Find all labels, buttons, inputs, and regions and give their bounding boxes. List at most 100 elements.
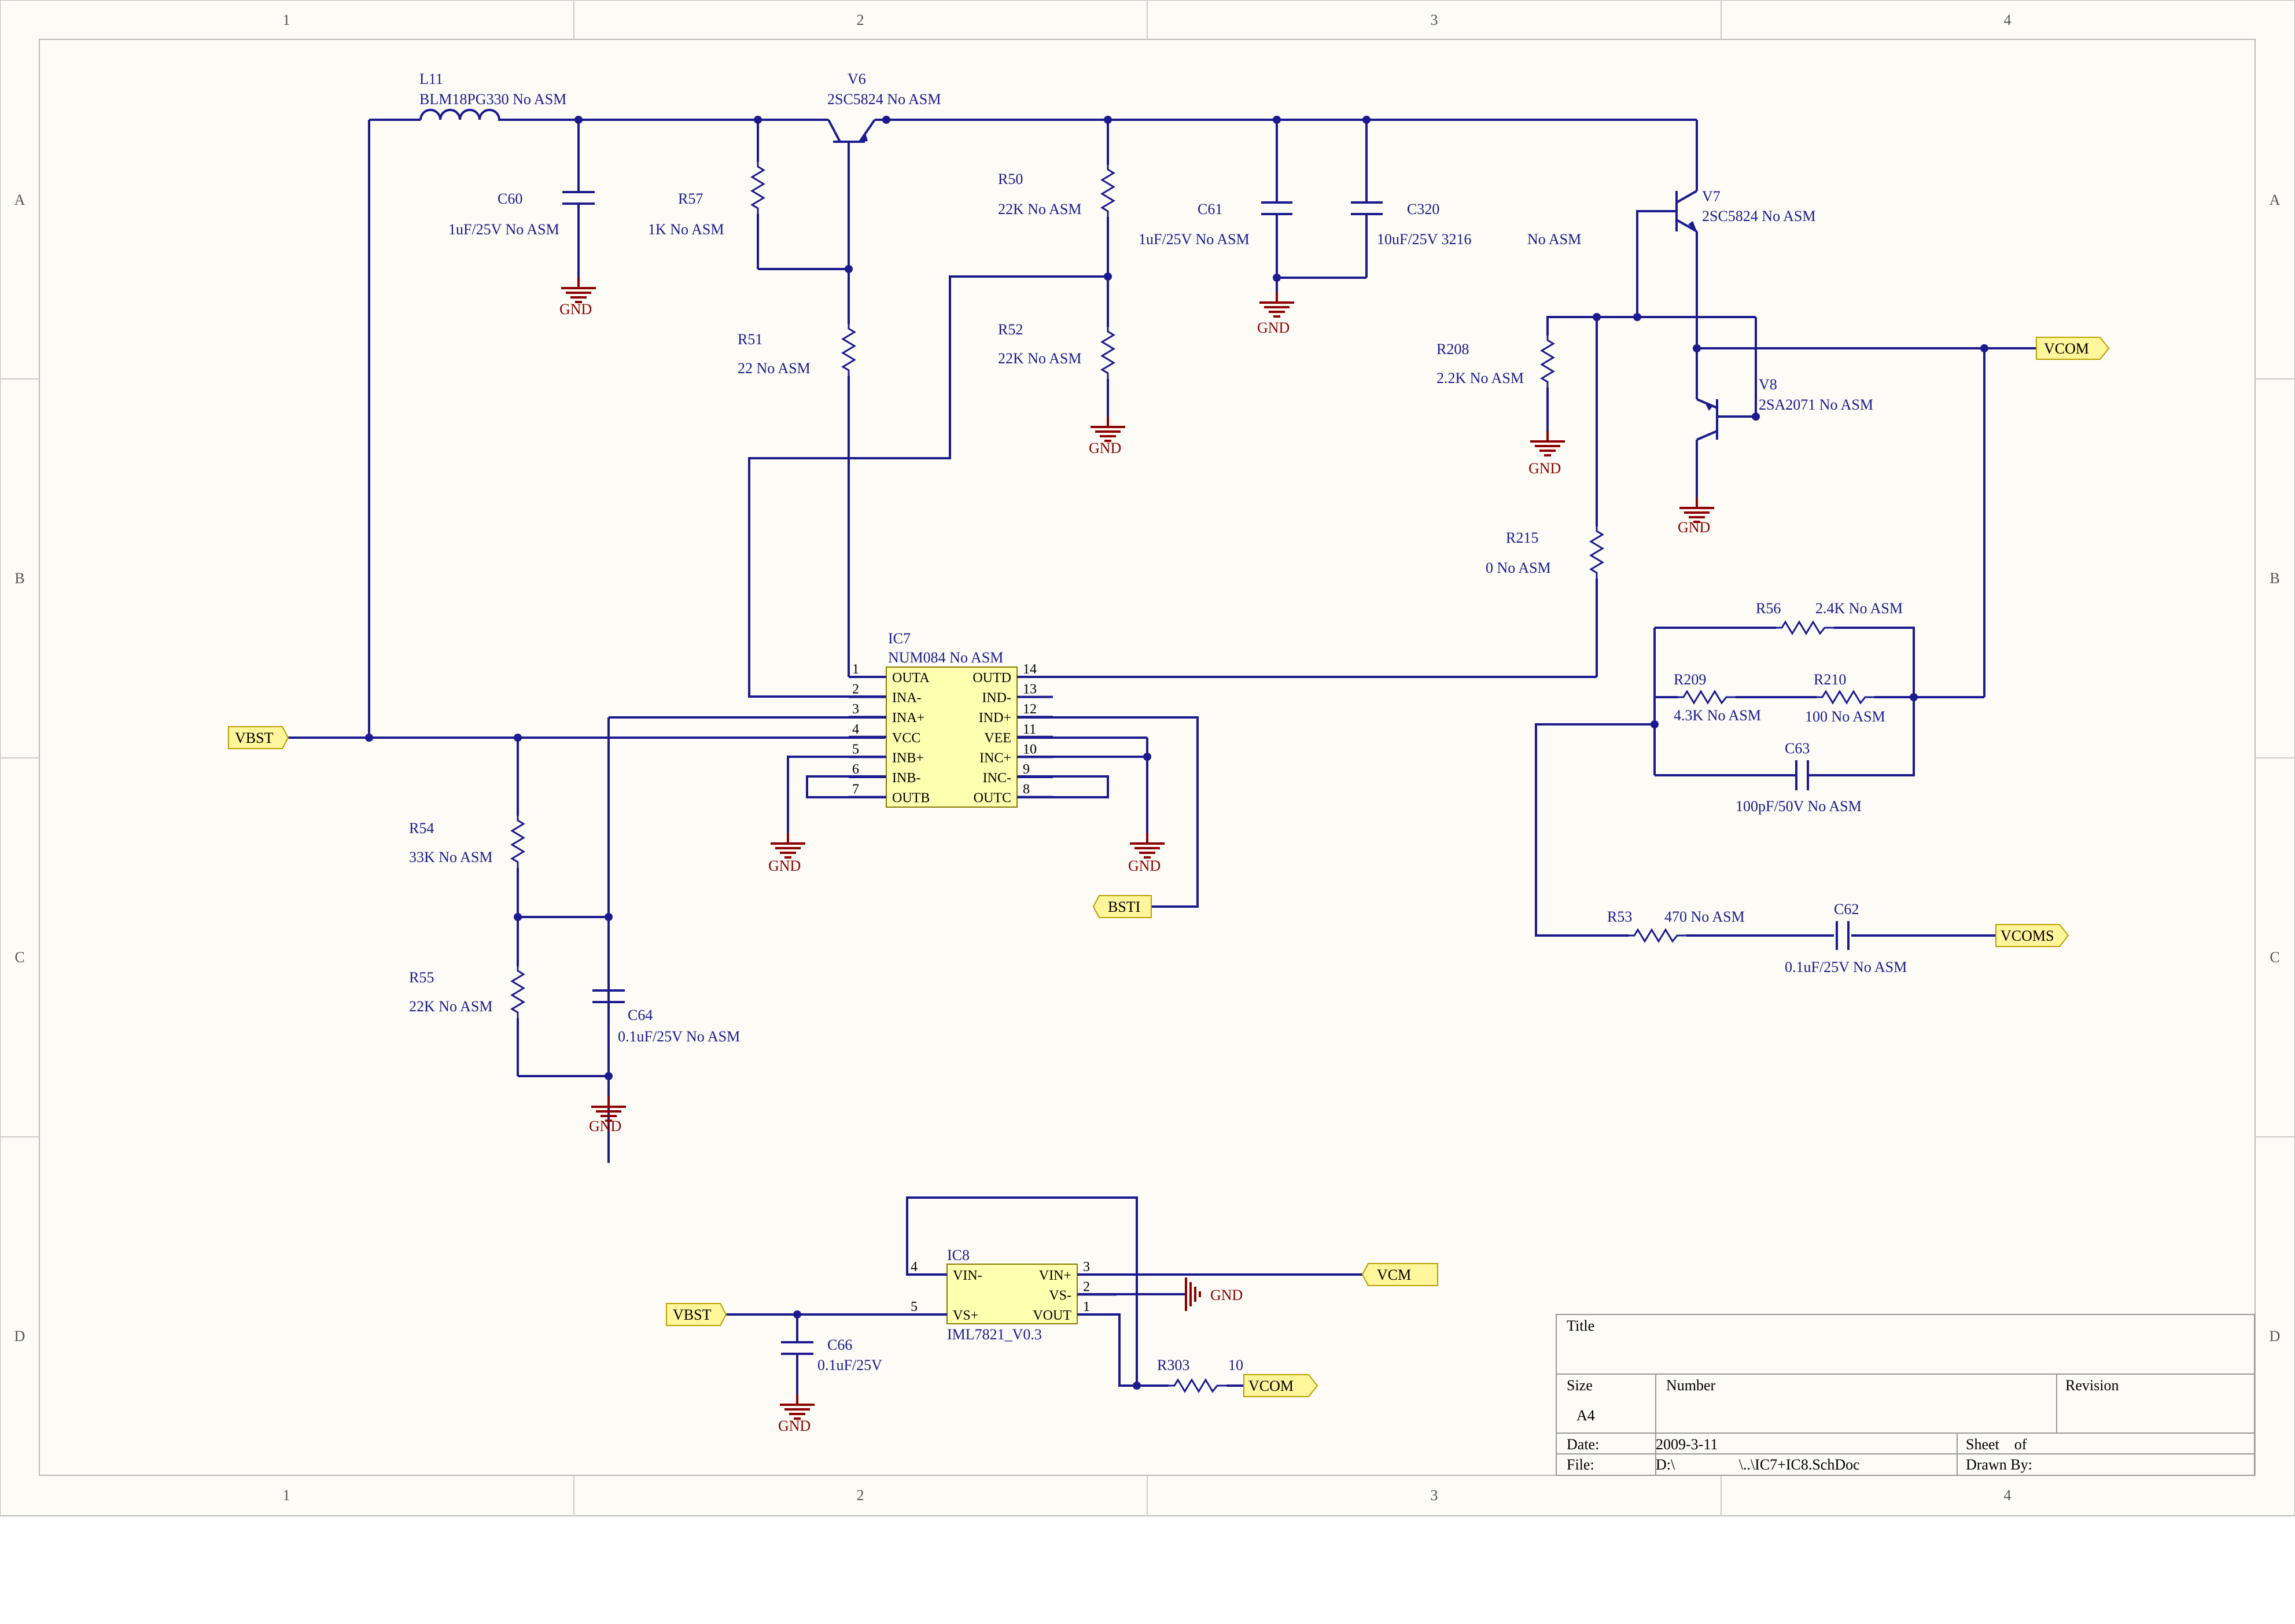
ic7-pin-number: 3: [852, 702, 859, 717]
value-R52: 22K No ASM: [998, 350, 1081, 367]
port-vbst-main[interactable]: VBST: [228, 726, 289, 749]
port-vcm-label: VCM: [1377, 1266, 1411, 1283]
number-label: Number: [1666, 1377, 1716, 1394]
ic7-pin-number: 8: [1023, 782, 1030, 797]
ic7-pin-name: INB-: [892, 771, 920, 786]
ic7-pin-number: 9: [1023, 762, 1030, 777]
port-vbst-ic8[interactable]: VBST: [666, 1303, 727, 1326]
ic8-pin-number: 5: [911, 1299, 918, 1314]
size-label: Size: [1567, 1377, 1593, 1394]
ref-C61: C61: [1198, 201, 1222, 218]
ref-V8: V8: [1759, 376, 1777, 393]
resistor-R209[interactable]: R209 4.3K No ASM: [1674, 671, 1761, 724]
ic8-pin-name: VS+: [953, 1308, 978, 1323]
value-R210: 100 No ASM: [1805, 708, 1885, 725]
ref-R208: R208: [1436, 341, 1469, 358]
port-vcom-top[interactable]: VCOM: [2036, 337, 2110, 360]
ic7-pin-name: IND-: [982, 691, 1011, 706]
capacitor-C64[interactable]: C64 0.1uF/25V No ASM: [592, 989, 740, 1045]
ic7-pin-number: 5: [852, 742, 859, 757]
resistor-R215[interactable]: R215 0 No ASM: [1486, 525, 1604, 580]
gnd-label-C60: GND: [559, 301, 592, 318]
resistor-R210[interactable]: R210 100 No ASM: [1805, 671, 1885, 725]
transistor-V7[interactable]: V7 2SC5824 No ASM: [1675, 188, 1816, 249]
gnd-label-IC8: GND: [1210, 1287, 1243, 1303]
port-bsti-label: BSTI: [1108, 898, 1140, 915]
ic7-block[interactable]: IC7 NUM084 No ASM 1OUTA2INA-3INA+4VCC5IN…: [849, 630, 1053, 808]
value-R51: 22 No ASM: [738, 360, 811, 377]
resistor-R51[interactable]: R51 22 No ASM: [738, 323, 856, 377]
resistor-R303[interactable]: R303 10: [1157, 1357, 1243, 1393]
inductor-L11[interactable]: L11 BLM18PG330 No ASM: [419, 71, 566, 121]
ic8-pin-number: 2: [1083, 1280, 1090, 1295]
port-vcom-bottom[interactable]: VCOM: [1243, 1374, 1318, 1397]
title-block: Title Size A4 Number Revision Date: 2009…: [1556, 1314, 2255, 1476]
ic8-pin-number: 3: [1083, 1260, 1090, 1275]
ground-C60: GND: [559, 277, 597, 318]
capacitor-C60[interactable]: C60 1uF/25V No ASM: [448, 190, 595, 238]
resistor-R53[interactable]: R53 470 No ASM: [1607, 908, 1745, 942]
value-R54: 33K No ASM: [409, 849, 492, 866]
transistor-V8[interactable]: V8 2SA2071 No ASM: [1696, 376, 1873, 441]
ic8-pin-name: VOUT: [1033, 1308, 1071, 1323]
transistor-V6[interactable]: V6 2SC5824 No ASM: [827, 71, 941, 143]
ic8-pin-5[interactable]: 5VS+: [907, 1299, 978, 1323]
col-label-bottom-3: 3: [1431, 1487, 1438, 1504]
ic8-pin-2[interactable]: 2VS-: [1049, 1280, 1117, 1303]
resistor-R50[interactable]: R50 22K No ASM: [998, 164, 1115, 218]
capacitor-C61[interactable]: C61 1uF/25V No ASM: [1139, 201, 1292, 248]
resistor-R57[interactable]: R57 1K No ASM: [648, 161, 765, 238]
capacitor-C66[interactable]: C66 0.1uF/25V: [781, 1336, 882, 1373]
port-vcom-top-label: VCOM: [2044, 340, 2089, 357]
row-label-left-C: C: [14, 949, 24, 966]
ic7-pin-number: 6: [852, 762, 859, 777]
resistor-R56[interactable]: R56 2.4K No ASM: [1756, 600, 1903, 635]
capacitor-C63[interactable]: C63 100pF/50V No ASM: [1736, 740, 1862, 815]
capacitor-C320[interactable]: C320 10uF/25V 3216 No ASM: [1351, 201, 1581, 248]
revision-label: Revision: [2065, 1377, 2119, 1394]
value-R56: 2.4K No ASM: [1815, 600, 1903, 617]
resistor-R54[interactable]: R54 33K No ASM: [409, 815, 525, 869]
port-vcoms[interactable]: VCOMS: [1995, 924, 2069, 947]
resistor-R52[interactable]: R52 22K No ASM: [998, 321, 1115, 380]
ic7-pin-number: 4: [852, 722, 859, 737]
ref-C63: C63: [1785, 740, 1810, 757]
asm-C320: No ASM: [1527, 231, 1581, 248]
col-label-bottom-4: 4: [2004, 1487, 2012, 1504]
col-label-bottom-2: 2: [857, 1487, 864, 1504]
value-C64: 0.1uF/25V No ASM: [618, 1028, 740, 1045]
ref-C320: C320: [1407, 201, 1439, 218]
capacitor-C62[interactable]: C62 0.1uF/25V No ASM: [1785, 901, 1907, 975]
ground-IC8: GND: [1185, 1277, 1243, 1311]
value-C60: 1uF/25V No ASM: [448, 221, 559, 238]
resistor-R55[interactable]: R55 22K No ASM: [409, 965, 525, 1019]
row-label-left-A: A: [14, 192, 25, 208]
ref-R50: R50: [998, 171, 1023, 187]
row-label-left-D: D: [14, 1328, 25, 1345]
port-bsti[interactable]: BSTI: [1092, 895, 1152, 918]
resistor-R208[interactable]: R208 2.2K No ASM: [1436, 334, 1554, 389]
port-vcm[interactable]: VCM: [1361, 1263, 1438, 1286]
value-IC7: NUM084 No ASM: [888, 649, 1003, 666]
ref-R51: R51: [738, 331, 762, 348]
value-R303: 10: [1228, 1357, 1243, 1373]
